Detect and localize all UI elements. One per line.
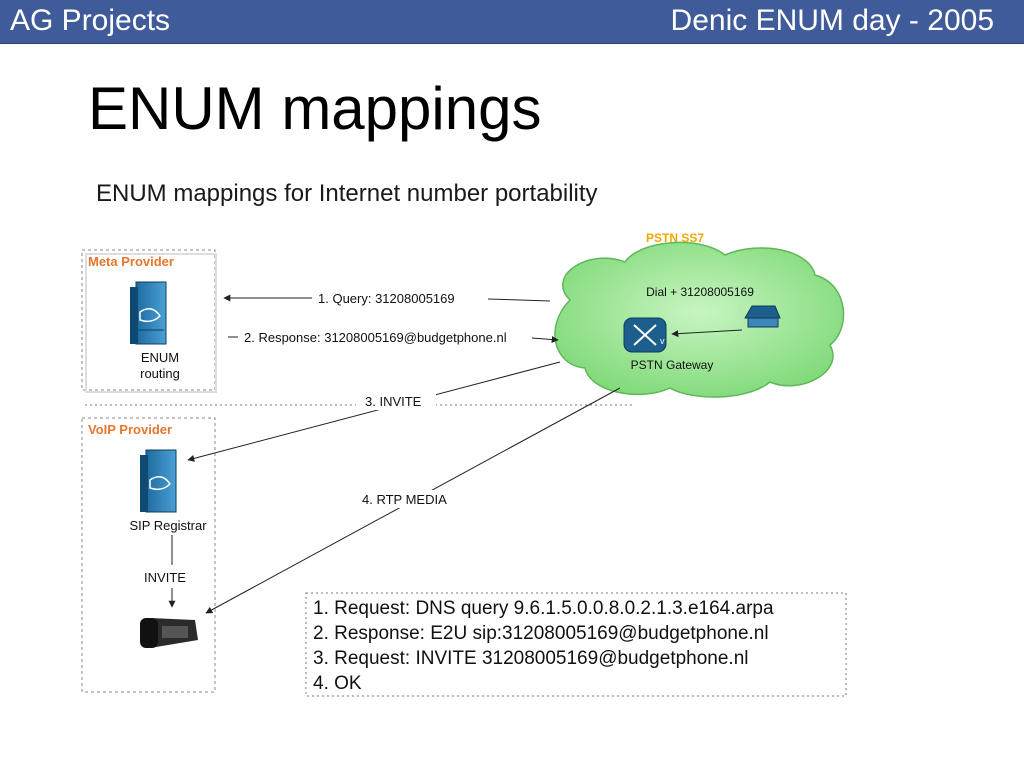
response-label: 2. Response: 31208005169@budgetphone.nl [244, 330, 507, 345]
sip-registrar-icon [140, 449, 177, 513]
slide-title: ENUM mappings [88, 75, 542, 142]
pstn-ss7-label: PSTN SS7 [646, 231, 704, 245]
voip-invite-label: INVITE [144, 570, 186, 585]
diagram-subtitle: ENUM mappings for Internet number portab… [96, 180, 598, 207]
header-right-text: Denic ENUM day - 2005 [670, 4, 994, 37]
steps-list: 1. Request: DNS query 9.6.1.5.0.0.8.0.2.… [313, 596, 774, 696]
desk-phone-icon [140, 618, 198, 648]
enum-server-icon [130, 281, 167, 345]
header-left-text: AG Projects [10, 4, 171, 37]
step-item: 1. Request: DNS query 9.6.1.5.0.0.8.0.2.… [313, 598, 774, 619]
enum-label-1: ENUM [141, 350, 179, 365]
invite-arrow [187, 361, 561, 462]
step-item: 2. Response: E2U sip:31208005169@budgetp… [313, 623, 769, 644]
meta-provider-label: Meta Provider [88, 254, 174, 269]
step-item: 3. Request: INVITE 31208005169@budgetpho… [313, 648, 749, 669]
sip-registrar-label: SIP Registrar [129, 518, 207, 533]
step-item: 4. OK [313, 673, 362, 694]
dial-label: Dial + 31208005169 [646, 285, 754, 299]
enum-label-2: routing [140, 366, 180, 381]
pstn-gateway-label: PSTN Gateway [631, 358, 714, 372]
rtp-label: 4. RTP MEDIA [362, 492, 447, 507]
header-bar: AG Projects Denic ENUM day - 2005 [0, 0, 1024, 44]
voip-provider-label: VoIP Provider [88, 422, 172, 437]
telephone-icon [744, 305, 781, 328]
pstn-gateway-icon: v [623, 317, 667, 353]
pstn-cloud [554, 241, 845, 398]
svg-text:v: v [660, 336, 665, 346]
steps-box [305, 592, 847, 697]
query-label: 1. Query: 31208005169 [318, 291, 455, 306]
invite-flow-label: 3. INVITE [365, 394, 422, 409]
response-arrow [531, 336, 559, 344]
